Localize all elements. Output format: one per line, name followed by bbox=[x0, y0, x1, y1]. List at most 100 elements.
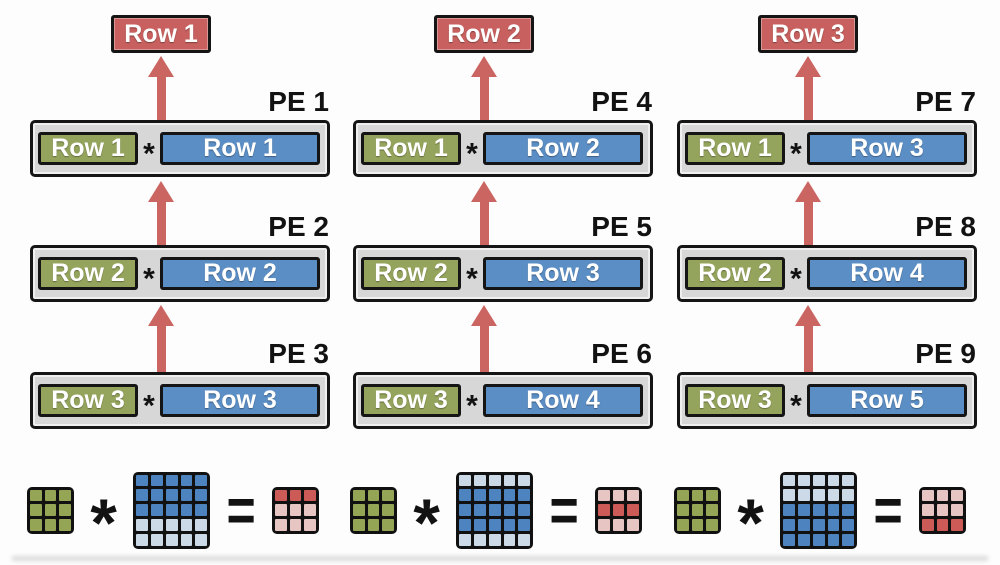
matrix-cell bbox=[195, 489, 208, 502]
matrix-cell bbox=[936, 489, 949, 502]
right-operand-label: Row 5 bbox=[850, 386, 924, 414]
matrix-cell bbox=[783, 474, 795, 487]
matrix-cell bbox=[195, 504, 208, 516]
matrix-cell bbox=[691, 504, 704, 516]
matrix-cell bbox=[274, 518, 287, 531]
left-operand-label: Row 3 bbox=[698, 386, 772, 414]
pe-label: PE 4 bbox=[591, 86, 652, 117]
matrix-equation: * = bbox=[674, 468, 966, 557]
matrix-cell bbox=[180, 504, 193, 516]
matrix-cell bbox=[706, 518, 718, 531]
multiply-operator: * bbox=[790, 262, 802, 296]
pe-label: PE 8 bbox=[915, 211, 976, 242]
matrix-cell bbox=[150, 518, 163, 531]
matrix-cell bbox=[30, 504, 42, 516]
pe-column-2: Row 2 PE 4 Row 1 * Row 2 PE 5 Row 2 * Ro… bbox=[350, 0, 653, 565]
output-row-box: Row 2 bbox=[434, 15, 534, 53]
matrix-cell bbox=[503, 489, 516, 502]
matrix-cell bbox=[518, 489, 531, 502]
matrix-cell bbox=[488, 533, 501, 546]
matrix-cell bbox=[165, 489, 178, 502]
left-operand-label: Row 2 bbox=[698, 259, 772, 287]
left-operand-box: Row 3 bbox=[685, 384, 785, 417]
arrow-shaft bbox=[803, 202, 813, 245]
pe-box: Row 2 * Row 4 bbox=[677, 245, 977, 302]
right-operand-box: Row 3 bbox=[807, 132, 967, 165]
matrix-cell bbox=[136, 504, 148, 516]
left-operand-label: Row 1 bbox=[698, 134, 772, 162]
arrow-shaft bbox=[479, 326, 489, 372]
matrix-cell bbox=[180, 533, 193, 546]
matrix-cell bbox=[797, 504, 810, 516]
matrix-cell bbox=[921, 504, 934, 516]
matrix-cell bbox=[812, 533, 825, 546]
matrix-a-grid bbox=[674, 486, 721, 534]
pe-label: PE 3 bbox=[268, 338, 329, 369]
result-matrix-grid bbox=[918, 486, 966, 534]
matrix-cell bbox=[473, 533, 486, 546]
right-operand-box: Row 2 bbox=[483, 132, 643, 165]
matrix-cell bbox=[473, 518, 486, 531]
matrix-cell bbox=[367, 504, 380, 516]
matrix-cell bbox=[180, 489, 193, 502]
pe-label: PE 2 bbox=[268, 211, 329, 242]
arrow-shaft bbox=[803, 326, 813, 372]
matrix-cell bbox=[797, 474, 810, 487]
matrix-a-grid bbox=[350, 486, 397, 534]
matrix-cell bbox=[936, 518, 949, 531]
matrix-cell bbox=[195, 533, 208, 546]
arrow-shaft bbox=[156, 202, 166, 245]
matrix-cell bbox=[783, 504, 795, 516]
matrix-cell bbox=[274, 504, 287, 516]
multiply-operator: * bbox=[143, 389, 155, 423]
matrix-cell bbox=[44, 504, 57, 516]
up-arrow-icon bbox=[795, 181, 821, 245]
matrix-cell bbox=[812, 474, 825, 487]
right-operand-box: Row 4 bbox=[807, 257, 967, 290]
matrix-cell bbox=[706, 504, 718, 516]
matrix-cell bbox=[353, 489, 365, 502]
matrix-cell bbox=[797, 533, 810, 546]
matrix-cell bbox=[691, 518, 704, 531]
multiply-operator: * bbox=[466, 262, 478, 296]
bottom-edge-shadow bbox=[12, 556, 988, 561]
matrix-cell bbox=[289, 504, 302, 516]
left-operand-box: Row 1 bbox=[361, 132, 461, 165]
up-arrow-icon bbox=[471, 181, 497, 245]
arrowhead bbox=[471, 305, 497, 326]
pe-box: Row 1 * Row 1 bbox=[30, 120, 330, 177]
output-row-label: Row 3 bbox=[771, 19, 845, 48]
matrix-cell bbox=[827, 533, 840, 546]
right-operand-label: Row 3 bbox=[850, 134, 924, 162]
matrix-cell bbox=[503, 518, 516, 531]
matrix-cell bbox=[503, 474, 516, 487]
matrix-cell bbox=[165, 474, 178, 487]
matrix-cell bbox=[503, 533, 516, 546]
matrix-equation: * = bbox=[350, 468, 642, 557]
matrix-cell bbox=[274, 489, 287, 502]
multiply-operator: * bbox=[143, 262, 155, 296]
output-row-label: Row 2 bbox=[447, 19, 521, 48]
right-operand-box: Row 5 bbox=[807, 384, 967, 417]
matrix-cell bbox=[812, 518, 825, 531]
matrix-cell bbox=[612, 504, 625, 516]
matrix-cell bbox=[44, 518, 57, 531]
matrix-cell bbox=[150, 489, 163, 502]
matrix-b-grid bbox=[133, 471, 211, 549]
matrix-cell bbox=[59, 518, 71, 531]
matrix-cell bbox=[459, 474, 471, 487]
left-operand-box: Row 1 bbox=[685, 132, 785, 165]
output-row-box: Row 3 bbox=[758, 15, 858, 53]
pe-label: PE 6 bbox=[591, 338, 652, 369]
matrix-cell bbox=[597, 518, 610, 531]
matrix-cell bbox=[783, 518, 795, 531]
up-arrow-icon bbox=[148, 181, 174, 245]
matrix-cell bbox=[951, 504, 963, 516]
matrix-cell bbox=[842, 533, 855, 546]
matrix-cell bbox=[842, 518, 855, 531]
matrix-cell bbox=[195, 474, 208, 487]
matrix-cell bbox=[289, 518, 302, 531]
matrix-cell bbox=[304, 518, 316, 531]
output-row-label: Row 1 bbox=[124, 19, 198, 48]
